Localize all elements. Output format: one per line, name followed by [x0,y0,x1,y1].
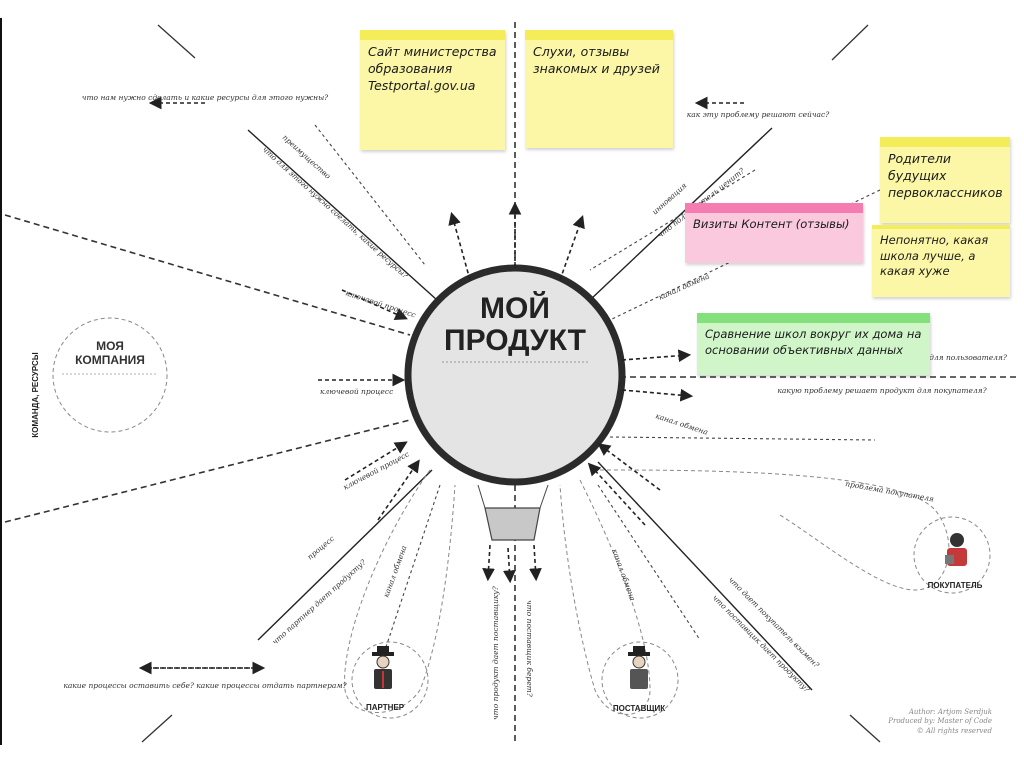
company-side-label: КОМАНДА, РЕСУРСЫ [31,352,40,437]
hub-title-line1: МОЙ [480,291,550,325]
label-q-problem-buyer: какую проблему решает продукт для покупа… [777,386,987,395]
credit-rights: © All rights reserved [916,726,992,735]
note-unclear-text: Непонятно, какая школа лучше, а какая ху… [880,233,989,279]
supplier-label: ПОСТАВЩИК [613,704,665,713]
note-compare: Сравнение школ вокруг их дома на основан… [697,313,930,375]
balloon-loops [344,469,950,715]
note-rumors: Слухи, отзывы знакомых и друзей [525,30,673,148]
note-unclear: Непонятно, какая школа лучше, а какая ху… [872,225,1010,297]
corner-tick [141,714,173,743]
partner-circle [351,641,429,719]
label-q-for-user: для пользователя? [929,353,1008,362]
company-circle [52,317,168,433]
label-q-keep-processes: какие процессы оставить себе? какие проц… [63,681,347,690]
label-product-gives-supplier: что продукт дает поставщику? [491,585,500,720]
label-exchange-channel-4: канал обмена [610,548,637,602]
credit-author: Author: Artjom Serdjuk [908,707,992,716]
balloon-basket [484,507,541,541]
credit-produced: Produced by: Master of Code [888,717,992,726]
label-exchange-channel-2: канал обмена [654,411,709,436]
note-visits: Визиты Контент (отзывы) [685,203,863,263]
note-parents-text: Родители будущих первоклассников [888,151,1003,200]
label-key-process-2: ключевой процесс [320,387,394,396]
label-partner-gives: что партнер дает продукту? [270,557,368,647]
label-supplier-takes: что поставщик берет? [525,600,534,698]
spokes [247,127,813,691]
partner-label: ПАРТНЕР [366,703,405,712]
label-exchange-channel-1: канал обмена [657,271,711,301]
note-visits-text: Визиты Контент (отзывы) [693,217,850,231]
buyer-label: ПОКУПАТЕЛЬ [928,581,983,590]
label-what-to-do: что для этого нужно сделать, какие ресур… [261,145,411,281]
credits: Author: Artjom Serdjuk Produced by: Mast… [888,708,992,736]
label-key-process-1: ключевой процесс [344,288,417,319]
company-title-line2: КОМПАНИЯ [75,353,145,367]
note-ministry-text: Сайт министерства образования Testportal… [368,44,497,93]
buyer-circle [913,516,991,594]
corner-tick [849,714,881,743]
label-q-resources: что нам нужно сделать и какие ресурсы дл… [82,93,329,102]
label-key-process-3: ключевой процесс [342,449,412,492]
hub-title-line2: ПРОДУКТ [444,324,586,357]
note-rumors-text: Слухи, отзывы знакомых и друзей [533,44,660,76]
note-ministry: Сайт министерства образования Testportal… [360,30,505,150]
partner-icon [372,646,394,689]
supplier-circle [601,641,679,719]
supplier-icon [628,646,650,689]
label-exchange-channel-3: канал обмена [381,544,408,598]
note-parents: Родители будущих первоклассников [880,137,1010,223]
label-process: процесс [306,533,337,561]
corner-tick [831,24,869,61]
company-title-line1: МОЯ [96,339,124,353]
flow-arrows [148,96,744,584]
buyer-icon [945,533,967,566]
corner-tick [157,24,196,59]
label-q-problem-now: как эту проблему решают сейчас? [687,110,830,119]
note-compare-text: Сравнение школ вокруг их дома на основан… [705,327,922,357]
label-buyer-problem: проблема покупателя [845,479,935,503]
